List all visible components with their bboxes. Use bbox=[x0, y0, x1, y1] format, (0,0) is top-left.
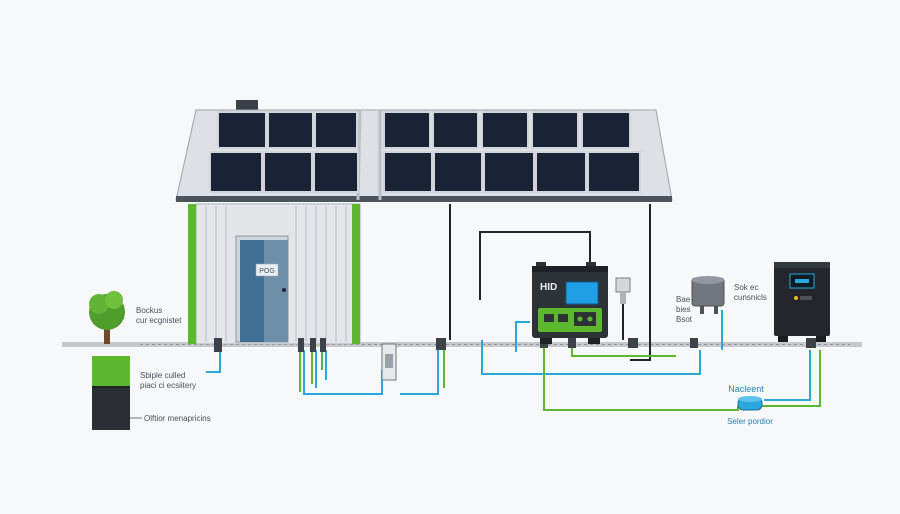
bottom-right-label: Nacleent bbox=[728, 384, 764, 394]
solar-panel bbox=[587, 151, 641, 193]
bin-caption: piaci ci ecsiitery bbox=[140, 381, 196, 390]
wall-corner-right bbox=[352, 204, 360, 344]
junction-box-icon[interactable] bbox=[381, 343, 397, 381]
solar-panel bbox=[531, 111, 579, 149]
inverter-screen bbox=[565, 281, 599, 305]
middle-label: bies bbox=[676, 305, 691, 314]
roof-vent bbox=[236, 100, 258, 110]
solar-panel bbox=[483, 151, 535, 193]
door-sign bbox=[255, 263, 279, 277]
energy-storage-icon[interactable] bbox=[774, 262, 830, 342]
ground-line bbox=[62, 342, 862, 347]
solar-panel bbox=[535, 151, 587, 193]
tree-caption: Bockus bbox=[136, 306, 162, 315]
green-wiring bbox=[299, 340, 821, 411]
tree-caption: cur ecgnistet bbox=[136, 316, 182, 325]
solar-panel bbox=[383, 111, 431, 149]
bin-caption: Sbiple culled bbox=[140, 371, 185, 380]
inverter-icon[interactable] bbox=[532, 262, 608, 344]
dark-wiring bbox=[449, 204, 651, 361]
shed-building bbox=[188, 203, 361, 345]
battery-bin-icon bbox=[92, 356, 130, 430]
tank-label: Sok ec bbox=[734, 283, 758, 292]
inverter-brand: HID bbox=[540, 282, 557, 293]
bottom-right-sublabel: Seler pordior bbox=[727, 417, 773, 426]
charge-controller-icon[interactable] bbox=[615, 277, 631, 340]
door-sign-text: POG bbox=[259, 268, 275, 275]
solar-panel bbox=[263, 151, 313, 193]
middle-label: Bae bbox=[676, 295, 691, 304]
solar-panel bbox=[481, 111, 529, 149]
blue-wiring bbox=[206, 310, 811, 401]
meter-icon[interactable] bbox=[737, 396, 763, 411]
solar-panel bbox=[313, 151, 359, 193]
solar-panel bbox=[433, 151, 483, 193]
solar-panel bbox=[432, 111, 479, 149]
solar-panel bbox=[383, 151, 433, 193]
middle-label: Bsot bbox=[676, 315, 693, 324]
door-handle[interactable] bbox=[282, 288, 286, 292]
solar-array bbox=[209, 111, 641, 193]
tree-icon bbox=[89, 291, 125, 344]
solar-panel bbox=[217, 111, 267, 149]
solar-panel bbox=[209, 151, 263, 193]
solar-panel bbox=[314, 111, 358, 149]
shed-door[interactable]: POG bbox=[235, 235, 289, 343]
bin-bottom-caption: Olftior menapricins bbox=[144, 414, 211, 423]
tank-label: cunsnicls bbox=[734, 293, 767, 302]
tank-icon[interactable] bbox=[691, 276, 725, 314]
solar-panel bbox=[267, 111, 314, 149]
wall-corner-left bbox=[188, 204, 196, 344]
solar-panel bbox=[581, 111, 631, 149]
